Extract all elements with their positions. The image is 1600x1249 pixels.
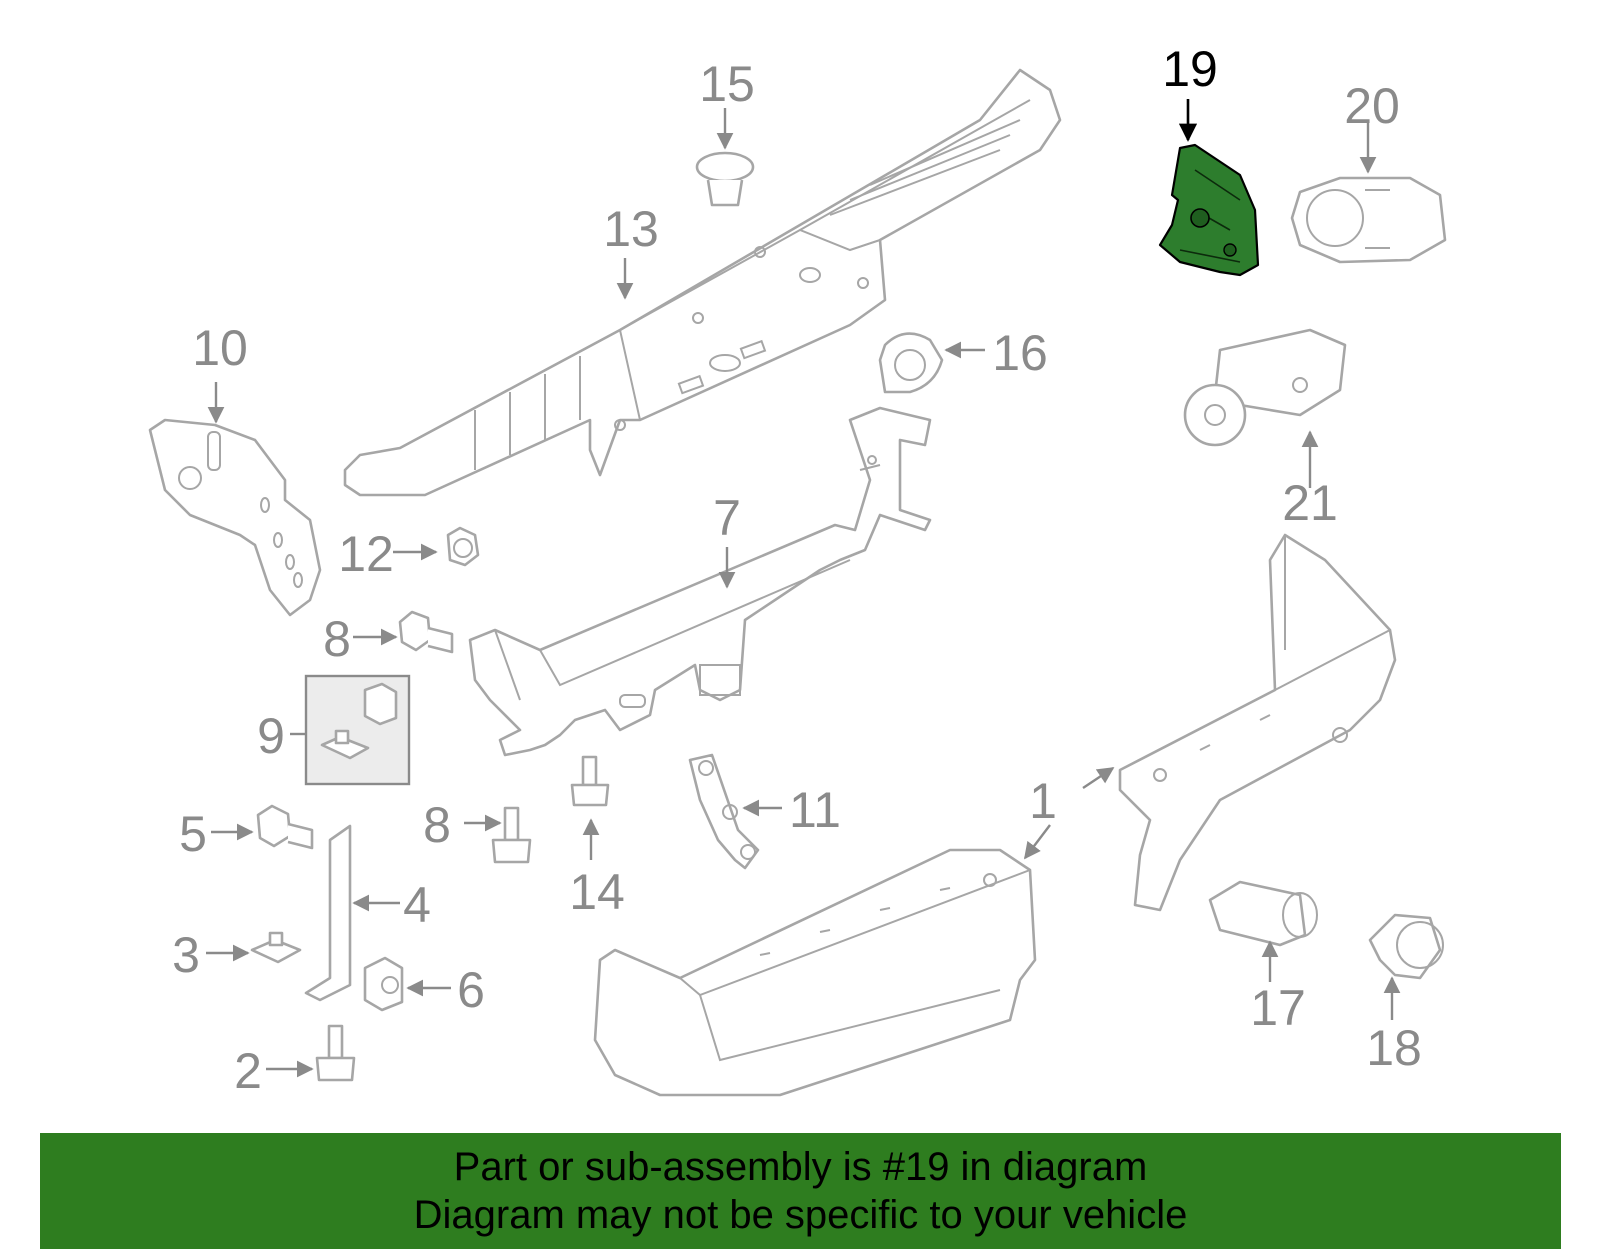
callout-13: 13 <box>603 201 659 257</box>
part-4-strip <box>304 824 352 1002</box>
callout-3: 3 <box>172 927 200 983</box>
part-1-bumper-left <box>593 848 1037 1097</box>
part-7-hitch-receiver <box>468 406 932 757</box>
callout-7: 7 <box>713 490 741 546</box>
callout-4: 4 <box>403 877 431 933</box>
footer-line-1: Part or sub-assembly is #19 in diagram <box>453 1145 1148 1189</box>
callout-20: 20 <box>1344 78 1400 134</box>
callout-6: 6 <box>457 962 485 1018</box>
callout-19-highlighted: 19 <box>1162 41 1218 97</box>
part-2-bolt <box>315 1024 356 1082</box>
callout-1: 1 <box>1029 773 1057 829</box>
part-8-bolt-lower <box>491 806 532 864</box>
callout-8-upper: 8 <box>323 611 351 667</box>
callout-16: 16 <box>992 325 1048 381</box>
callout-12: 12 <box>338 526 394 582</box>
part-19-highlighted-bracket <box>1158 143 1260 277</box>
part-8-bolt-upper <box>398 610 454 654</box>
callout-10: 10 <box>192 320 248 376</box>
footer-banner: Part or sub-assembly is #19 in diagram D… <box>40 1133 1561 1249</box>
part-15-push-clip <box>695 151 755 207</box>
callout-18: 18 <box>1366 1020 1422 1076</box>
callout-21: 21 <box>1282 475 1338 531</box>
callout-15: 15 <box>699 56 755 112</box>
part-17-sensor <box>1208 880 1318 947</box>
part-14-bolt <box>570 755 610 807</box>
callout-9: 9 <box>257 708 285 764</box>
part-11-bracket-plate <box>688 753 760 870</box>
part-12-nut <box>446 526 480 567</box>
callout-5: 5 <box>179 806 207 862</box>
callout-lines <box>206 99 1401 1078</box>
callout-8-lower: 8 <box>423 797 451 853</box>
callout-14: 14 <box>569 864 625 920</box>
part-3-nut <box>250 931 302 964</box>
part-9-clip-set <box>304 674 411 786</box>
footer-line-2: Diagram may not be specific to your vehi… <box>413 1193 1188 1237</box>
callout-11: 11 <box>789 782 841 838</box>
part-10-bracket <box>148 418 322 617</box>
callout-labels: 1 2 3 4 5 6 7 8 8 9 10 11 12 13 14 15 16… <box>172 41 1422 1099</box>
callout-17: 17 <box>1250 980 1306 1036</box>
part-13-step-pad <box>343 68 1062 497</box>
callout-2: 2 <box>234 1043 262 1099</box>
part-1-bumper-right <box>1118 533 1397 912</box>
part-5-bolt <box>256 804 314 850</box>
part-21-trailer-socket <box>1183 328 1347 447</box>
part-20-connector <box>1290 176 1447 264</box>
part-6-clip <box>363 956 404 1012</box>
part-16-grommet <box>878 332 944 394</box>
part-18-retainer <box>1368 913 1444 980</box>
